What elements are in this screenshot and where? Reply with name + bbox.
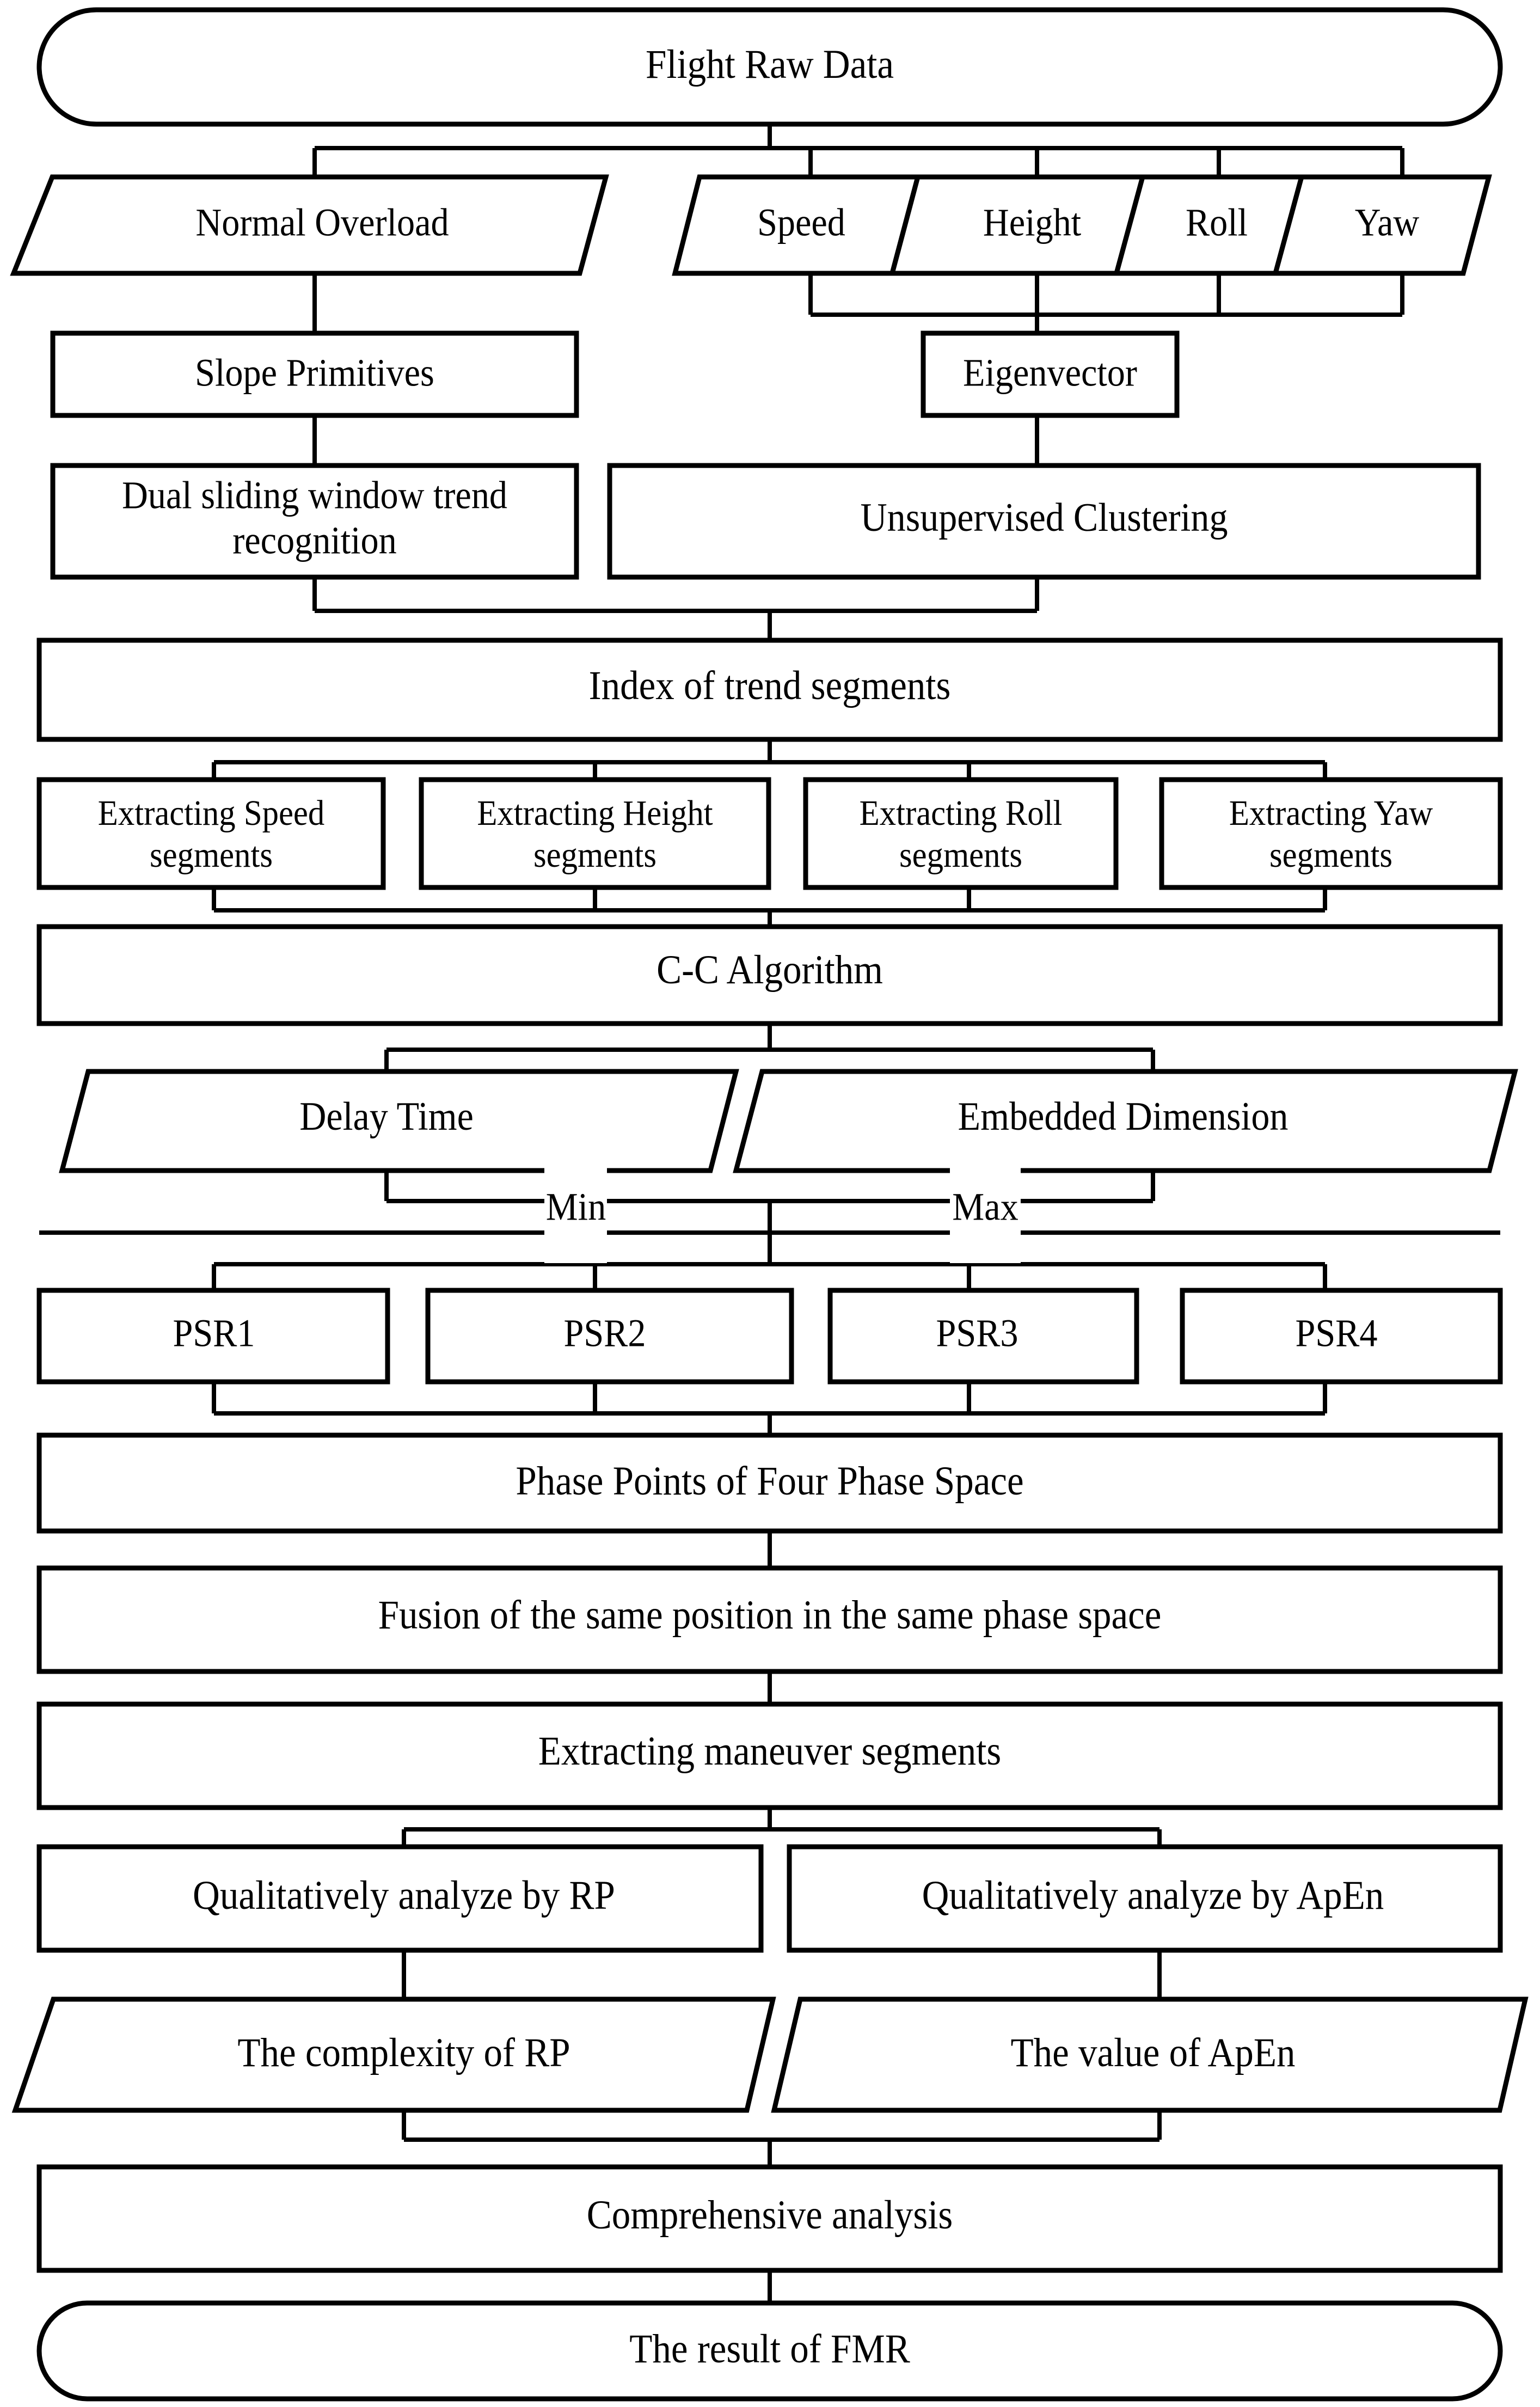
node-comprehensive-analysis[interactable] — [36, 2164, 1503, 2273]
label-dual-sliding-line1: Dual sliding window trend — [122, 473, 507, 517]
label-flight-raw-data: Flight Raw Data — [646, 42, 894, 87]
label-extract-yaw-2: segments — [1269, 835, 1392, 875]
label-height: Height — [983, 200, 1081, 244]
label-embedded-dimension: Embedded Dimension — [958, 1094, 1289, 1138]
node-value-of-apen[interactable] — [771, 1996, 1529, 2113]
label-dual-sliding-line2: recognition — [232, 518, 397, 562]
node-eigenvector[interactable] — [921, 330, 1180, 418]
node-extracting-speed-segments[interactable] — [36, 777, 386, 890]
label-eigenvector: Eigenvector — [963, 351, 1137, 394]
node-qualitative-rp[interactable] — [36, 1844, 764, 1953]
label-result-of-fmr: The result of FMR — [629, 2326, 910, 2372]
node-index-of-trend-segments[interactable] — [36, 638, 1503, 742]
label-qualitative-apen: Qualitatively analyze by ApEn — [922, 1873, 1384, 1918]
node-complexity-of-rp[interactable] — [11, 1996, 776, 2113]
text-layer: Flight Raw Data Normal Overload Speed He… — [98, 42, 1433, 2372]
shape-layer — [10, 7, 1529, 2402]
label-extracting-maneuver: Extracting maneuver segments — [538, 1729, 1002, 1774]
node-extracting-height-segments[interactable] — [419, 777, 771, 890]
node-slope-primitives[interactable] — [50, 330, 579, 418]
label-extract-roll-1: Extracting Roll — [860, 793, 1063, 833]
label-comprehensive-analysis: Comprehensive analysis — [587, 2192, 953, 2238]
label-extract-height-2: segments — [533, 835, 657, 875]
label-psr4: PSR4 — [1296, 1311, 1378, 1355]
node-delay-time[interactable] — [59, 1069, 739, 1173]
edge-label-bg-layer — [544, 1160, 1021, 1263]
node-extracting-maneuver-segments[interactable] — [36, 1701, 1503, 1810]
node-phase-points[interactable] — [36, 1432, 1503, 1534]
node-psr1[interactable] — [36, 1288, 390, 1385]
max-label-bg — [950, 1160, 1021, 1263]
label-value-of-apen: The value of ApEn — [1011, 2030, 1296, 2075]
node-embedded-dimension[interactable] — [733, 1069, 1518, 1173]
label-phase-points: Phase Points of Four Phase Space — [516, 1459, 1023, 1504]
label-fusion: Fusion of the same position in the same … — [378, 1593, 1162, 1638]
label-psr2: PSR2 — [564, 1311, 646, 1355]
node-fusion[interactable] — [36, 1565, 1503, 1674]
node-yaw[interactable] — [1272, 174, 1492, 276]
label-cc-algorithm: C-C Algorithm — [657, 947, 883, 993]
node-psr4[interactable] — [1180, 1288, 1503, 1385]
label-index-of-trend-segments: Index of trend segments — [589, 663, 951, 708]
node-flight-raw-data[interactable] — [36, 7, 1503, 127]
label-complexity-of-rp: The complexity of RP — [237, 2030, 570, 2075]
node-extracting-yaw-segments[interactable] — [1159, 777, 1503, 890]
label-slope-primitives: Slope Primitives — [195, 351, 434, 394]
label-extract-yaw-1: Extracting Yaw — [1229, 793, 1433, 833]
node-normal-overload[interactable] — [10, 174, 609, 276]
label-roll: Roll — [1186, 200, 1248, 244]
label-psr3: PSR3 — [936, 1311, 1019, 1355]
node-result-of-fmr[interactable] — [36, 2300, 1503, 2402]
label-extract-speed-2: segments — [150, 835, 273, 875]
label-extract-roll-2: segments — [899, 835, 1022, 875]
node-dual-sliding-window[interactable] — [50, 463, 579, 580]
label-normal-overload: Normal Overload — [195, 200, 449, 244]
label-extract-height-1: Extracting Height — [477, 793, 713, 833]
edge-label-min: Min — [546, 1185, 606, 1228]
min-label-bg — [544, 1160, 607, 1263]
label-extract-speed-1: Extracting Speed — [98, 793, 324, 833]
node-psr3[interactable] — [827, 1288, 1139, 1385]
label-speed: Speed — [757, 200, 845, 244]
node-cc-algorithm[interactable] — [36, 924, 1503, 1026]
node-psr2[interactable] — [425, 1288, 794, 1385]
label-qualitative-rp: Qualitatively analyze by RP — [193, 1873, 615, 1918]
connector-layer — [39, 124, 1500, 2303]
label-delay-time: Delay Time — [299, 1094, 474, 1138]
node-unsupervised-clustering[interactable] — [607, 463, 1481, 580]
edge-label-max: Max — [952, 1185, 1018, 1228]
node-extracting-roll-segments[interactable] — [803, 777, 1119, 890]
label-psr1: PSR1 — [173, 1311, 255, 1355]
label-unsupervised-clustering: Unsupervised Clustering — [861, 495, 1228, 540]
node-qualitative-apen[interactable] — [787, 1844, 1503, 1953]
label-yaw: Yaw — [1355, 200, 1419, 244]
